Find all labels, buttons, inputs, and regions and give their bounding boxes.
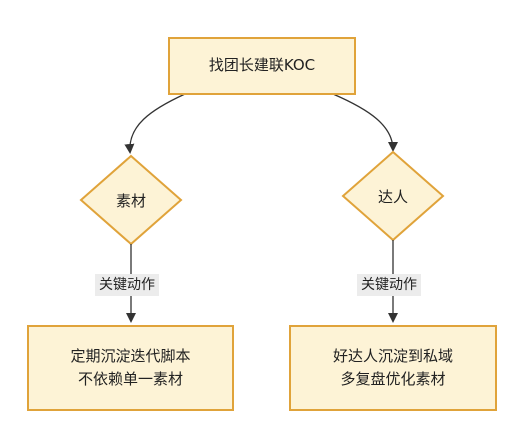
- node-bottom-left-line-1: 定期沉淀迭代脚本: [70, 346, 191, 365]
- decision-left-label: 素材: [115, 191, 146, 210]
- edge-label-right: 关键动作: [357, 274, 421, 296]
- node-top: 找团长建联KOC: [168, 37, 356, 95]
- node-bottom-right-line-2: 多复盘优化素材: [340, 370, 446, 388]
- edge-top-to-left-decision: [124, 93, 186, 154]
- node-bottom-right: 好达人沉淀到私域 多复盘优化素材: [289, 325, 497, 411]
- decision-right-label-wrap: 达人: [343, 182, 443, 210]
- node-bottom-left-line-2: 不依赖单一素材: [77, 370, 183, 388]
- edge-top-to-right-decision: [332, 93, 398, 152]
- decision-right-label: 达人: [377, 187, 408, 206]
- node-top-label: 找团长建联KOC: [208, 56, 316, 75]
- node-bottom-left: 定期沉淀迭代脚本 不依赖单一素材: [27, 325, 234, 411]
- node-bottom-right-line-1: 好达人沉淀到私域: [332, 346, 453, 365]
- edge-label-left: 关键动作: [95, 274, 159, 296]
- decision-left-label-wrap: 素材: [81, 186, 181, 214]
